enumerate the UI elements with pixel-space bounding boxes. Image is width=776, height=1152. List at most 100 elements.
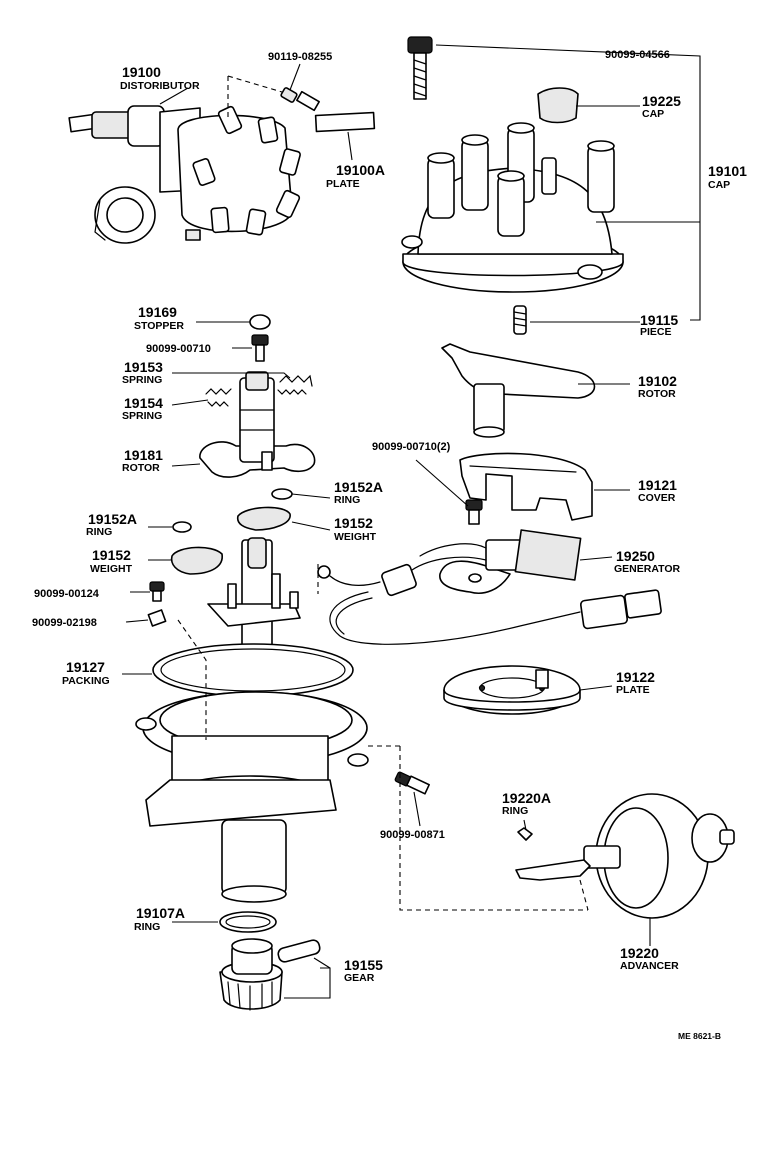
label-19100: 19100 DISTORIBUTOR <box>120 64 200 92</box>
label-19102: 19102 ROTOR <box>638 373 677 400</box>
label-90099-00710-2: 90099-00710(2) <box>372 441 451 453</box>
svg-text:19115: 19115 <box>640 312 678 328</box>
svg-text:19100: 19100 <box>122 64 161 80</box>
label-19115: 19115 PIECE <box>640 312 678 338</box>
svg-text:WEIGHT: WEIGHT <box>334 531 377 543</box>
svg-text:19154: 19154 <box>124 395 163 411</box>
label-19154: 19154 SPRING <box>122 395 163 422</box>
label-90099-02198: 90099-02198 <box>32 617 97 629</box>
screw-90099-00871 <box>394 771 430 795</box>
svg-text:19100A: 19100A <box>336 162 385 178</box>
plate-19122 <box>443 665 581 715</box>
label-19153: 19153 SPRING <box>122 359 163 386</box>
svg-text:19153: 19153 <box>124 359 163 375</box>
ring-19152a-left <box>172 521 192 533</box>
label-19122: 19122 PLATE <box>616 669 655 696</box>
label-19155: 19155 GEAR <box>344 957 383 984</box>
svg-text:19152A: 19152A <box>334 479 383 495</box>
weight-19152-left <box>170 546 223 575</box>
rotor-19102 <box>441 343 596 438</box>
svg-text:PLATE: PLATE <box>326 178 360 190</box>
label-19220: 19220 ADVANCER <box>620 945 679 972</box>
screw-90099-00124 <box>149 581 165 602</box>
assembly-dashed-lines <box>177 564 589 911</box>
label-19152a-right: 19152A RING <box>334 479 383 506</box>
distributor-housing <box>135 691 369 903</box>
svg-text:DISTORIBUTOR: DISTORIBUTOR <box>120 80 200 92</box>
reference-code: ME 8621-B <box>678 1031 721 1041</box>
vacuum-advancer-19220 <box>515 793 735 919</box>
stopper-19169 <box>249 314 271 330</box>
label-90099-00124: 90099-00124 <box>34 588 100 600</box>
label-19225: 19225 CAP <box>642 93 681 120</box>
svg-text:PIECE: PIECE <box>640 326 672 338</box>
bolt-90119-08255 <box>280 87 320 112</box>
screw-90099-00710-2 <box>465 499 483 525</box>
weight-19152-right <box>236 506 291 531</box>
svg-text:19127: 19127 <box>66 659 105 675</box>
svg-text:19121: 19121 <box>638 477 677 493</box>
svg-text:PLATE: PLATE <box>616 684 650 696</box>
ring-19220a <box>517 827 533 841</box>
svg-text:PACKING: PACKING <box>62 675 110 687</box>
cap-19225 <box>537 87 579 124</box>
label-19250: 19250 GENERATOR <box>614 548 681 575</box>
label-19127: 19127 PACKING <box>62 659 110 687</box>
svg-text:19225: 19225 <box>642 93 681 109</box>
svg-text:19152: 19152 <box>334 515 373 531</box>
svg-text:19122: 19122 <box>616 669 655 685</box>
packing-19127 <box>152 643 354 697</box>
svg-text:ROTOR: ROTOR <box>122 462 160 474</box>
label-90119-08255: 90119-08255 <box>268 51 332 63</box>
screw-90099-00710 <box>251 334 269 362</box>
svg-text:19155: 19155 <box>344 957 383 973</box>
svg-text:19102: 19102 <box>638 373 677 389</box>
svg-text:19250: 19250 <box>616 548 655 564</box>
svg-text:WEIGHT: WEIGHT <box>90 563 133 575</box>
springs-19153-19154 <box>205 374 313 407</box>
svg-text:ROTOR: ROTOR <box>638 388 676 400</box>
svg-text:ADVANCER: ADVANCER <box>620 960 679 972</box>
label-19107a: 19107A RING <box>134 905 185 933</box>
svg-text:19169: 19169 <box>138 304 177 320</box>
svg-text:GENERATOR: GENERATOR <box>614 563 681 575</box>
svg-text:RING: RING <box>86 526 112 538</box>
governor-rotor-19181 <box>199 371 316 478</box>
label-19121: 19121 COVER <box>638 477 677 504</box>
distributor-assembly-illustration <box>68 105 301 244</box>
svg-text:RING: RING <box>134 921 160 933</box>
label-19169: 19169 STOPPER <box>134 304 184 332</box>
label-19101: 19101 CAP <box>708 163 747 191</box>
piece-19115 <box>513 305 527 335</box>
label-19220a: 19220A RING <box>502 790 551 817</box>
svg-text:RING: RING <box>502 805 528 817</box>
bolt-90099-04566 <box>407 36 433 100</box>
label-90099-00710: 90099-00710 <box>146 343 211 355</box>
svg-text:19220A: 19220A <box>502 790 551 806</box>
svg-text:19101: 19101 <box>708 163 747 179</box>
svg-text:19107A: 19107A <box>136 905 185 921</box>
ring-19107a <box>219 911 277 933</box>
plate-19100a <box>314 111 376 133</box>
svg-text:CAP: CAP <box>708 179 730 191</box>
svg-text:COVER: COVER <box>638 492 676 504</box>
gear-19155 <box>219 938 321 1011</box>
svg-text:19152A: 19152A <box>88 511 137 527</box>
svg-text:19181: 19181 <box>124 447 163 463</box>
label-19152-left: 19152 WEIGHT <box>90 547 133 575</box>
ring-19152a-right <box>271 488 293 500</box>
label-19152-right: 19152 WEIGHT <box>334 515 377 543</box>
svg-text:SPRING: SPRING <box>122 374 162 386</box>
cover-19121 <box>459 452 593 521</box>
svg-text:SPRING: SPRING <box>122 410 162 422</box>
label-19181: 19181 ROTOR <box>122 447 163 474</box>
svg-text:GEAR: GEAR <box>344 972 375 984</box>
label-90099-00871: 90099-00871 <box>380 829 445 841</box>
svg-text:RING: RING <box>334 494 360 506</box>
svg-text:STOPPER: STOPPER <box>134 320 184 332</box>
distributor-cap-19101 <box>401 122 624 293</box>
svg-text:19220: 19220 <box>620 945 659 961</box>
plate-90099-02198 <box>147 609 167 627</box>
label-19152a-left: 19152A RING <box>86 511 137 538</box>
